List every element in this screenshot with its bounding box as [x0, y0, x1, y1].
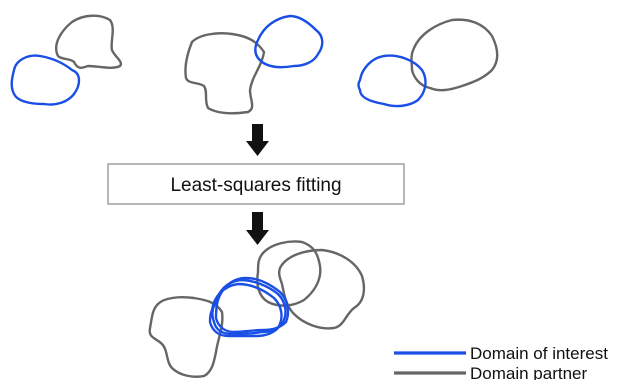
fitted-interest-blob-b	[214, 276, 290, 334]
process-box: Least-squares fitting	[107, 163, 405, 205]
fitted-interest-blob-c	[208, 282, 283, 338]
fitted-partner-blob-left	[148, 296, 224, 378]
fitted-partner-blob-right	[277, 248, 366, 330]
process-box-label: Least-squares fitting	[170, 175, 341, 196]
domain-interest-blob-3	[357, 54, 427, 108]
input-pair-1	[10, 14, 123, 106]
arrow-down-1	[246, 124, 269, 156]
legend-label-partner: Domain partner	[470, 364, 588, 380]
domain-partner-blob-2	[184, 32, 266, 115]
fitted-partner-blob-upper	[256, 240, 322, 307]
domain-partner-blob-1	[55, 14, 123, 69]
input-pair-3	[357, 18, 499, 108]
fitted-superposition	[148, 240, 366, 378]
legend-item-partner: Domain partner	[394, 364, 588, 380]
domain-interest-blob-2	[254, 14, 324, 69]
legend-label-interest: Domain of interest	[470, 344, 608, 363]
legend: Domain of interest Domain partner	[394, 344, 608, 380]
domain-interest-blob-1	[10, 54, 81, 106]
domain-partner-blob-3	[410, 18, 499, 92]
input-pair-2	[184, 14, 324, 115]
legend-item-interest: Domain of interest	[394, 344, 608, 363]
arrow-down-2	[246, 212, 269, 245]
